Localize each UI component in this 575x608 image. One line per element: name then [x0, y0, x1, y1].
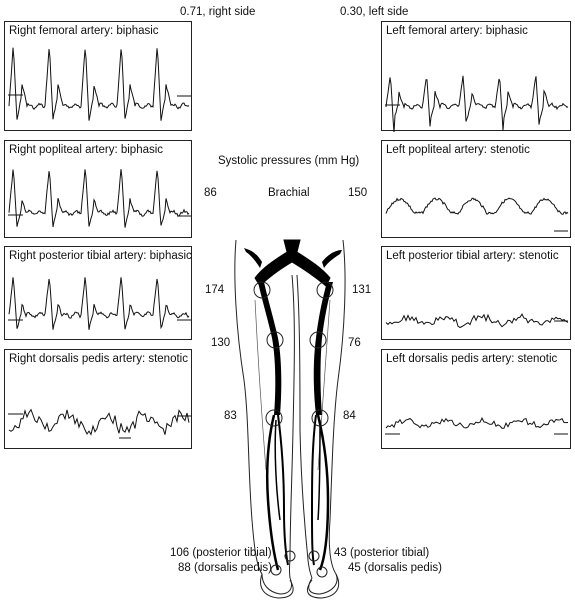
cuff-left-calf [311, 409, 329, 427]
panel-left-popliteal: Left popliteal artery: stenotic [381, 140, 571, 238]
waveform-right-posterior-tibial [8, 277, 191, 330]
pressure-calf-left: 84 [343, 410, 356, 422]
panel-right-popliteal: Right popliteal artery: biphasic [4, 140, 192, 238]
cuff-left-foot [316, 566, 328, 578]
cuff-right-foot [270, 564, 282, 576]
abi-right-label: 0.71, right side [180, 6, 256, 18]
cuff-right-thigh [253, 281, 271, 299]
cuff-left-knee [309, 331, 327, 349]
panel-title: Right popliteal artery: biphasic [9, 144, 164, 156]
cuff-right-knee [266, 331, 284, 349]
pressure-brachial-right: 86 [204, 187, 217, 199]
waveform-right-dorsalis-pedis [8, 408, 191, 439]
pressure-ankle-right-pt: 106 (posterior tibial) [170, 547, 272, 559]
waveform-left-posterior-tibial [385, 313, 569, 329]
cuff-right-calf [265, 409, 283, 427]
cuff-left-thigh [316, 281, 334, 299]
panel-right-femoral: Right femoral artery: biphasic [4, 21, 192, 131]
waveform-left-dorsalis-pedis [385, 416, 569, 435]
pressure-knee-right: 130 [211, 337, 231, 349]
abi-left-label: 0.30, left side [340, 6, 409, 18]
pressure-ankle-right-dp: 88 (dorsalis pedis) [178, 562, 272, 574]
panel-left-femoral: Left femoral artery: biphasic [381, 21, 571, 132]
pressure-brachial-left: 150 [348, 187, 368, 199]
cuff-left-ankle [308, 550, 320, 562]
panel-title: Left dorsalis pedis artery: stenotic [386, 353, 558, 365]
pressure-knee-left: 76 [348, 337, 361, 349]
panel-title: Left femoral artery: biphasic [386, 25, 528, 37]
systolic-title: Systolic pressures (mm Hg) [218, 155, 360, 167]
panel-right-dorsalis-pedis: Right dorsalis pedis artery: stenotic [4, 349, 192, 449]
panel-title: Right femoral artery: biphasic [9, 25, 159, 37]
panel-title: Right posterior tibial artery: biphasic [9, 250, 192, 262]
panel-title: Left posterior tibial artery: stenotic [386, 250, 559, 262]
pressure-thigh-right: 174 [205, 284, 225, 296]
panel-title: Left popliteal artery: stenotic [386, 144, 530, 156]
pressure-ankle-left-dp: 45 (dorsalis pedis) [348, 562, 442, 574]
waveform-right-popliteal [8, 169, 191, 228]
pressure-ankle-left-pt: 43 (posterior tibial) [334, 547, 430, 559]
pressure-calf-right: 83 [224, 410, 237, 422]
brachial-label: Brachial [268, 187, 310, 199]
cuff-right-ankle [284, 550, 296, 562]
waveform-right-femoral [8, 47, 191, 121]
panel-right-posterior-tibial: Right posterior tibial artery: biphasic [4, 246, 192, 340]
panel-title: Right dorsalis pedis artery: stenotic [9, 353, 188, 365]
panel-left-dorsalis-pedis: Left dorsalis pedis artery: stenotic [381, 349, 571, 449]
panel-left-posterior-tibial: Left posterior tibial artery: stenotic [381, 246, 571, 340]
waveform-left-femoral [385, 75, 569, 132]
pressure-thigh-left: 131 [352, 284, 372, 296]
waveform-left-popliteal [385, 197, 569, 232]
